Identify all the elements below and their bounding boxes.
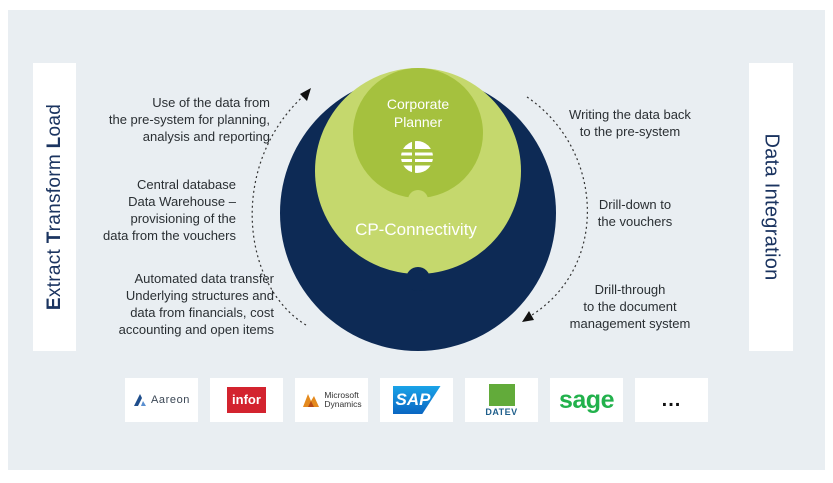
logo-datev: DATEV xyxy=(465,378,538,422)
logo-more: ... xyxy=(635,378,708,422)
left-flow-arrow xyxy=(251,91,309,326)
desc-drill-through: Drill-through to the document management… xyxy=(569,282,691,331)
dynamics-mark-icon xyxy=(303,394,320,407)
desc-data-warehouse: Central database Data Warehouse – provis… xyxy=(103,177,236,243)
left-arrow-head xyxy=(300,88,311,101)
inner-connector-notch xyxy=(408,190,428,210)
aareon-mark-icon xyxy=(133,394,146,406)
desc-drill-down: Drill-down to the vouchers xyxy=(597,197,673,229)
right-flow-arrow xyxy=(526,96,588,319)
bottom-connector-notch xyxy=(406,267,430,291)
logo-infor: infor xyxy=(210,378,283,422)
core-title-line1: Corporate xyxy=(387,96,449,112)
logo-aareon: Aareon xyxy=(125,378,198,422)
desc-automated-transfer: Automated data transfer Underlying struc… xyxy=(118,271,274,337)
logo-sap: SAP xyxy=(380,378,453,422)
ring-label: CP-Connectivity xyxy=(355,220,477,239)
logo-microsoft-dynamics: Microsoft Dynamics xyxy=(295,378,368,422)
desc-write-back: Writing the data back to the pre-system xyxy=(569,107,691,139)
corporate-planner-circle xyxy=(353,68,483,198)
desc-use-of-data: Use of the data from the pre-system for … xyxy=(108,95,270,144)
etl-sidebar: Extract Transform Load xyxy=(33,63,76,351)
logo-sage: sage xyxy=(550,378,623,422)
right-arrow-head xyxy=(522,311,534,322)
core-title-line2: Planner xyxy=(394,114,443,130)
datev-mark-icon xyxy=(488,383,515,406)
data-integration-sidebar: Data Integration xyxy=(749,63,793,351)
corporate-planner-logo-icon xyxy=(400,140,434,174)
